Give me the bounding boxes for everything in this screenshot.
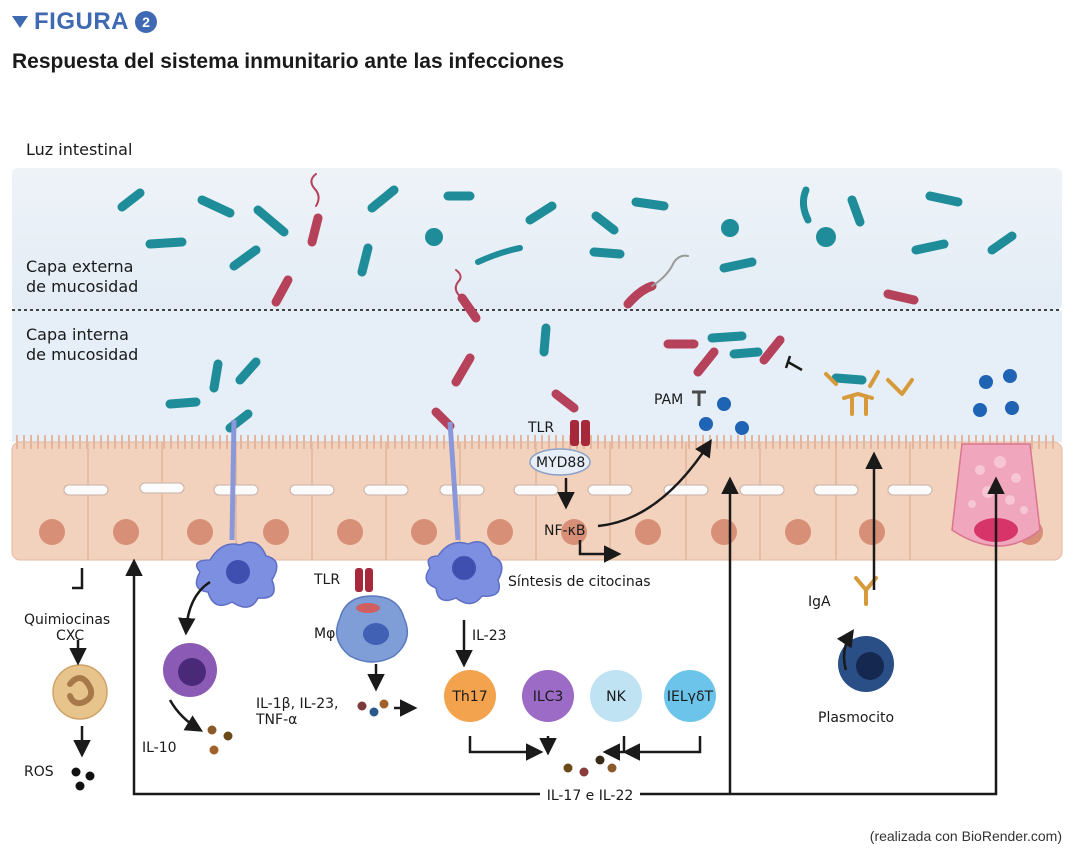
ilc3-cell [522,670,574,722]
antimicrobial-peptides [699,369,1019,435]
cytokine-synthesis-label: Síntesis de citocinas [508,574,651,590]
inner-mucus-layer [12,310,1062,442]
tlr-macrophage-label: TLR [313,572,340,588]
dendritic-cell-right [425,421,503,605]
figure-number-badge: 2 [135,11,157,33]
plasma-cell [838,636,894,692]
nk-label: NK [606,689,626,705]
inner-mucus-label-1: Capa interna [26,325,129,344]
nk-cell [590,670,642,722]
pam-label: PAM [654,392,683,408]
iel-label: IELγδT [667,689,714,705]
figure-word: FIGURA [34,8,129,35]
il17-il22-label: IL-17 e IL-22 [547,788,634,804]
iel-cell [664,670,716,722]
credit-note: (realizada con BioRender.com) [869,828,1062,844]
outer-mucus-label-2: de mucosidad [26,277,138,296]
iga-label: IgA [808,594,831,610]
figure-tag: FIGURA 2 [12,8,157,36]
triangle-down-icon [12,16,28,28]
cytokine-dots [71,699,617,791]
pathway-arrows [69,355,1005,796]
mucosal-bacteria [165,269,867,433]
macrophage [335,568,409,663]
plasma-cell-label: Plasmocito [818,710,894,726]
th17-label: Th17 [451,689,487,705]
chemokines-label-1: Quimiocinas [24,612,110,628]
th17-cell [444,670,496,722]
ilc3-label: ILC3 [533,689,564,705]
ros-label: ROS [24,764,54,780]
epithelial-tlr [529,420,591,476]
macrophage-cytokines-1: IL-1β, IL-23, [256,696,338,712]
outer-mucus-label-1: Capa externa [26,257,133,276]
lumen-bacteria [117,173,1017,309]
macrophage-cytokines-2: TNF-α [255,712,297,728]
tlr-epithelial-label: TLR [527,420,554,436]
pam-t-icon [692,390,706,406]
inner-mucus-label-2: de mucosidad [26,345,138,364]
regulatory-cell [163,643,217,697]
nfkb-label: NF-κB [544,523,585,539]
il23-label: IL-23 [472,628,507,644]
myd88-label: MYD88 [536,455,585,471]
outer-mucus-layer [12,168,1062,310]
lymphocyte-row [444,670,716,722]
macrophage-label: Mφ [314,626,335,642]
figure-title: Respuesta del sistema inmunitario ante l… [12,50,565,73]
neutrophil [52,664,108,720]
chemokines-label-2: CXC [56,628,84,644]
il10-label: IL-10 [142,740,177,756]
lumen-label: Luz intestinal [26,140,132,159]
dendritic-cell-left [195,419,278,608]
